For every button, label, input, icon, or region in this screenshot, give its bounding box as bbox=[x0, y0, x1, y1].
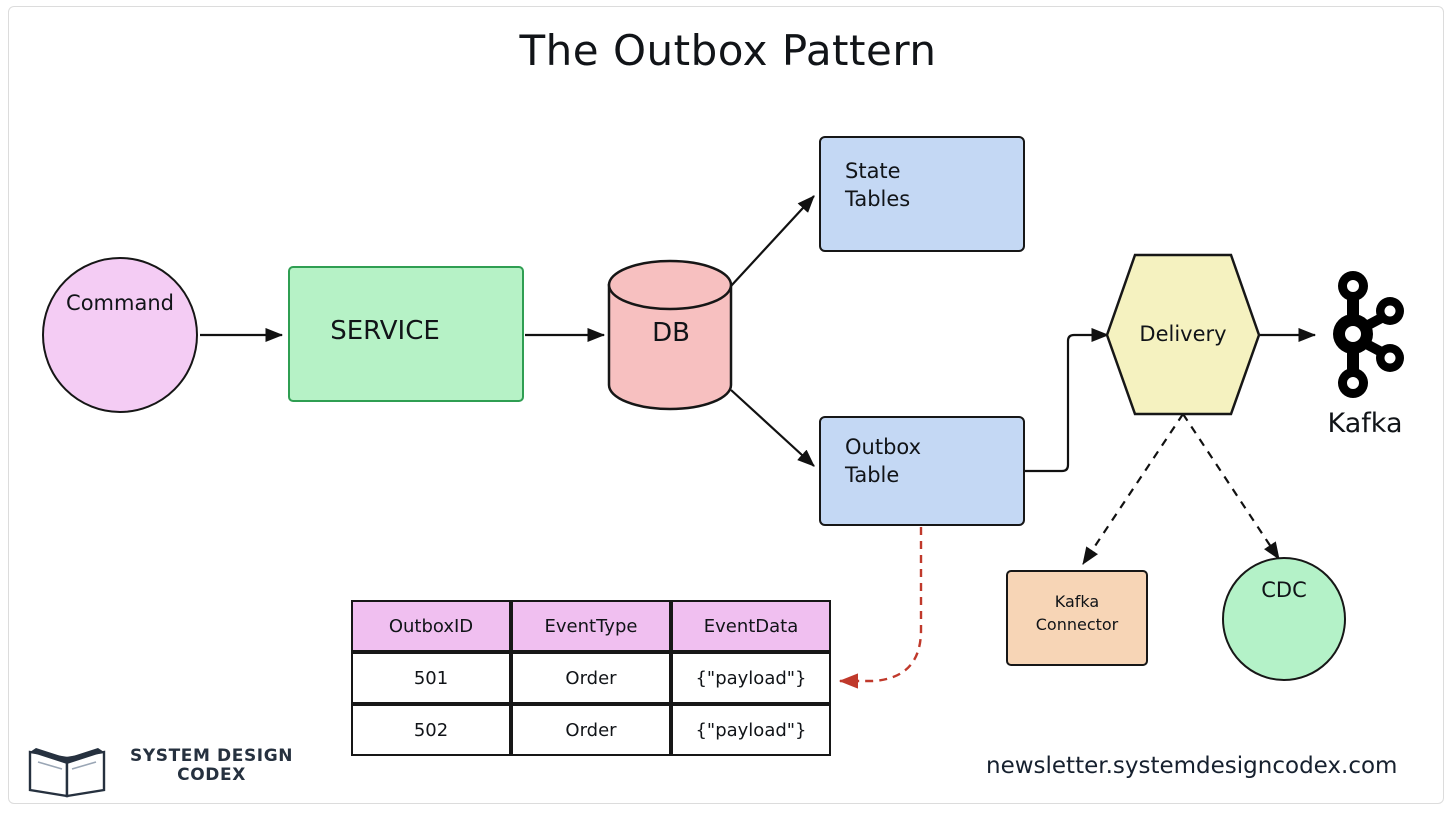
brand-logo-line1: SYSTEM DESIGN bbox=[130, 745, 294, 766]
table-row: 502 Order {"payload"} bbox=[351, 704, 831, 756]
command-node[interactable] bbox=[42, 257, 198, 413]
outbox-table-label-line1: Outbox bbox=[845, 435, 922, 459]
brand-logo-text: SYSTEM DESIGN CODEX bbox=[130, 745, 294, 785]
brand-logo-line2: CODEX bbox=[177, 765, 246, 785]
cdc-node[interactable] bbox=[1222, 557, 1346, 681]
state-tables-label: State Tables bbox=[845, 158, 910, 213]
newsletter-url: newsletter.systemdesigncodex.com bbox=[986, 753, 1398, 779]
page-title: The Outbox Pattern bbox=[519, 26, 937, 75]
table-header-row: OutboxID EventType EventData bbox=[351, 600, 831, 652]
outbox-table-label: Outbox Table bbox=[845, 434, 921, 489]
outbox-table-label-line2: Table bbox=[845, 462, 900, 487]
cell-event-type: Order bbox=[511, 652, 671, 704]
state-tables-label-line1: State bbox=[845, 159, 901, 183]
cell-outbox-id: 501 bbox=[351, 652, 511, 704]
outbox-data-table: OutboxID EventType EventData 501 Order {… bbox=[351, 600, 831, 756]
state-tables-label-line2: Tables bbox=[845, 186, 911, 211]
outbox-table-node[interactable] bbox=[819, 416, 1025, 526]
cell-outbox-id: 502 bbox=[351, 704, 511, 756]
brand-logo: SYSTEM DESIGN CODEX bbox=[24, 738, 293, 794]
column-header-outbox-id: OutboxID bbox=[351, 600, 511, 652]
cell-event-data: {"payload"} bbox=[671, 704, 831, 756]
kafka-connector-node[interactable] bbox=[1006, 570, 1148, 666]
column-header-event-data: EventData bbox=[671, 600, 831, 652]
state-tables-node[interactable] bbox=[819, 136, 1025, 252]
cell-event-type: Order bbox=[511, 704, 671, 756]
service-node[interactable] bbox=[288, 266, 524, 402]
cell-event-data: {"payload"} bbox=[671, 652, 831, 704]
column-header-event-type: EventType bbox=[511, 600, 671, 652]
table-row: 501 Order {"payload"} bbox=[351, 652, 831, 704]
